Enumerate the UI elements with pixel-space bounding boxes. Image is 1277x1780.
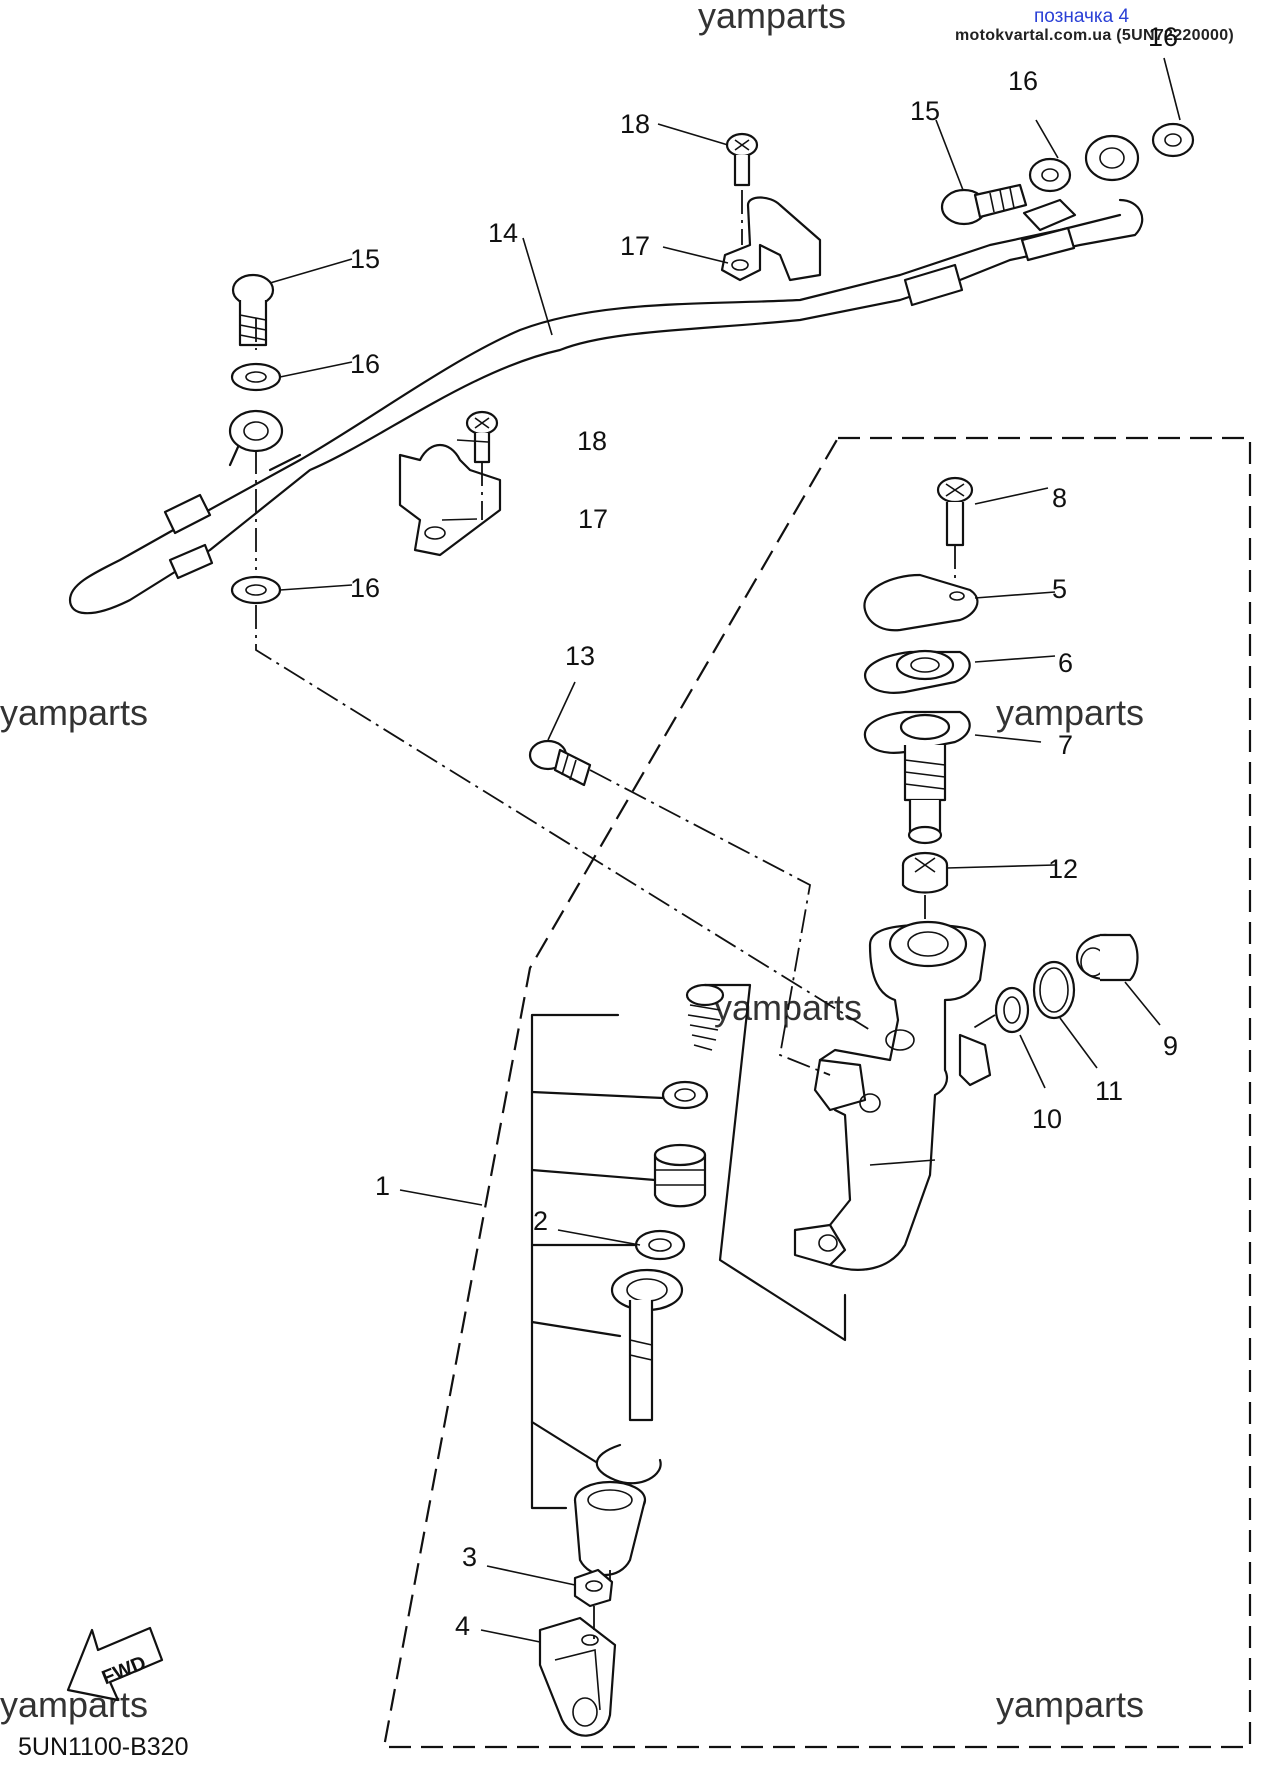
callout-10: 10 bbox=[1032, 1104, 1062, 1134]
o-ring bbox=[1032, 960, 1076, 1020]
leader-lines bbox=[269, 57, 1181, 1643]
piston bbox=[653, 1143, 707, 1208]
callout-2: 2 bbox=[533, 1206, 548, 1236]
banjo-end bbox=[228, 409, 284, 453]
screw bbox=[725, 132, 759, 187]
callout-11: 11 bbox=[1095, 1076, 1123, 1106]
callout-5: 5 bbox=[1052, 574, 1067, 604]
copper-washer bbox=[230, 362, 282, 392]
callout-1: 1 bbox=[375, 1171, 390, 1201]
callout-9: 9 bbox=[1163, 1031, 1178, 1061]
dust-boot bbox=[573, 1480, 647, 1576]
copper-washer bbox=[1151, 122, 1195, 158]
union-bolt bbox=[940, 183, 1028, 226]
hose-guide bbox=[398, 444, 502, 557]
watermark: yamparts bbox=[698, 0, 846, 36]
connection-lines bbox=[255, 190, 996, 1640]
screw bbox=[936, 476, 974, 547]
fitting-seal bbox=[1075, 933, 1139, 982]
group-bracket bbox=[530, 1013, 620, 1510]
callout-7: 7 bbox=[1058, 730, 1073, 760]
spring-seat bbox=[661, 1080, 709, 1110]
brake-hose bbox=[68, 198, 1144, 615]
watermark: yamparts bbox=[0, 692, 148, 733]
reservoir-plug bbox=[901, 851, 949, 894]
callout-17: 17 bbox=[578, 504, 608, 534]
diaphragm bbox=[863, 710, 971, 845]
watermark: yamparts bbox=[996, 692, 1144, 733]
diagram-code: 5UN1100-B320 bbox=[18, 1733, 188, 1761]
callout-4: 4 bbox=[455, 1611, 470, 1641]
banjo-end bbox=[243, 421, 269, 441]
callout-15: 15 bbox=[350, 244, 380, 274]
bolt bbox=[528, 739, 592, 787]
callout-8: 8 bbox=[1052, 483, 1067, 513]
header-title: позначка 4 bbox=[1034, 6, 1130, 27]
spring bbox=[685, 983, 725, 1051]
callout-16: 16 bbox=[350, 573, 380, 603]
callout-16: 16 bbox=[1008, 66, 1038, 96]
callout-6: 6 bbox=[1058, 648, 1073, 678]
seal bbox=[994, 986, 1030, 1034]
callout-16: 16 bbox=[350, 349, 380, 379]
watermark: yamparts bbox=[996, 1684, 1144, 1725]
header-source: motokvartal.com.ua (5UN72220000) bbox=[955, 27, 1235, 44]
group-bracket bbox=[703, 983, 847, 1342]
copper-washer bbox=[1028, 157, 1072, 193]
diaphragm-plate bbox=[864, 649, 971, 694]
callout-18: 18 bbox=[577, 426, 607, 456]
nut bbox=[573, 1568, 614, 1608]
clevis bbox=[538, 1616, 617, 1737]
union-bolt bbox=[231, 273, 275, 347]
circlip bbox=[595, 1443, 662, 1485]
master-cylinder-body bbox=[793, 920, 992, 1271]
callout-15: 15 bbox=[910, 96, 940, 126]
hose-guide bbox=[720, 196, 822, 282]
screw bbox=[465, 410, 499, 464]
piston-cup bbox=[634, 1229, 686, 1261]
callout-13: 13 bbox=[565, 641, 595, 671]
push-rod bbox=[610, 1268, 684, 1422]
group-bracket bbox=[530, 1090, 665, 1464]
callout-14: 14 bbox=[488, 218, 518, 248]
callout-16: 16 bbox=[1148, 22, 1178, 52]
assembly-boundary bbox=[382, 436, 1252, 1749]
callout-3: 3 bbox=[462, 1542, 477, 1572]
reservoir-cap bbox=[863, 573, 979, 632]
callout-12: 12 bbox=[1048, 854, 1078, 884]
copper-washer bbox=[230, 575, 282, 605]
banjo-end bbox=[1084, 134, 1140, 182]
banjo-end bbox=[1099, 147, 1125, 169]
callout-17: 17 bbox=[620, 231, 650, 261]
callout-18: 18 bbox=[620, 109, 650, 139]
